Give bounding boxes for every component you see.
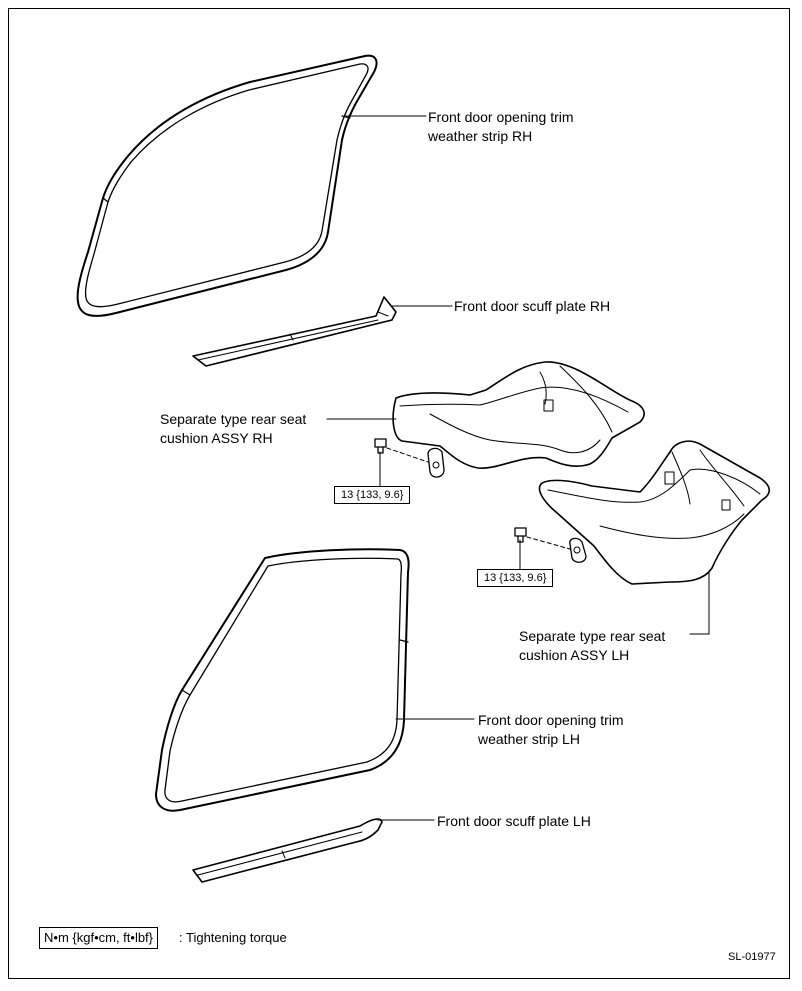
figure-code: SL-01977 xyxy=(728,951,776,963)
rh-weather-strip-drawing xyxy=(76,54,378,317)
label-line: cushion ASSY LH xyxy=(519,647,630,663)
leader-lines xyxy=(326,115,710,821)
label-lh-seat-cushion: Separate type rear seat cushion ASSY LH xyxy=(519,627,665,665)
diagram-frame xyxy=(8,8,790,979)
label-rh-scuff-plate: Front door scuff plate RH xyxy=(454,298,611,314)
torque-box-lh: 13 {133, 9.6} xyxy=(477,569,554,587)
legend-unit-box: N•m {kgf•cm, ft•lbf} xyxy=(39,927,159,949)
label-rh-weather-strip: Front door opening trim weather strip RH xyxy=(428,108,574,146)
label-line: Separate type rear seat xyxy=(519,628,666,644)
label-line: weather strip LH xyxy=(478,731,580,747)
label-line: Separate type rear seat xyxy=(160,411,307,427)
lh-scuff-plate-drawing xyxy=(192,818,383,883)
label-lh-scuff-plate: Front door scuff plate LH xyxy=(437,813,591,829)
rh-scuff-plate-drawing xyxy=(192,296,397,367)
label-rh-seat-cushion: Separate type rear seat cushion ASSY RH xyxy=(160,410,306,448)
lh-seat-cushion-drawing xyxy=(514,440,771,585)
legend-description: : Tightening torque xyxy=(179,930,287,945)
lh-weather-strip-drawing xyxy=(155,548,410,812)
torque-box-rh: 13 {133, 9.6} xyxy=(334,486,411,504)
rh-seat-cushion-drawing xyxy=(374,361,645,478)
label-line: weather strip RH xyxy=(428,128,533,144)
label-lh-weather-strip: Front door opening trim weather strip LH xyxy=(478,711,624,749)
label-line: cushion ASSY RH xyxy=(160,430,273,446)
label-line: Front door opening trim xyxy=(428,109,574,125)
label-line: Front door opening trim xyxy=(478,712,624,728)
